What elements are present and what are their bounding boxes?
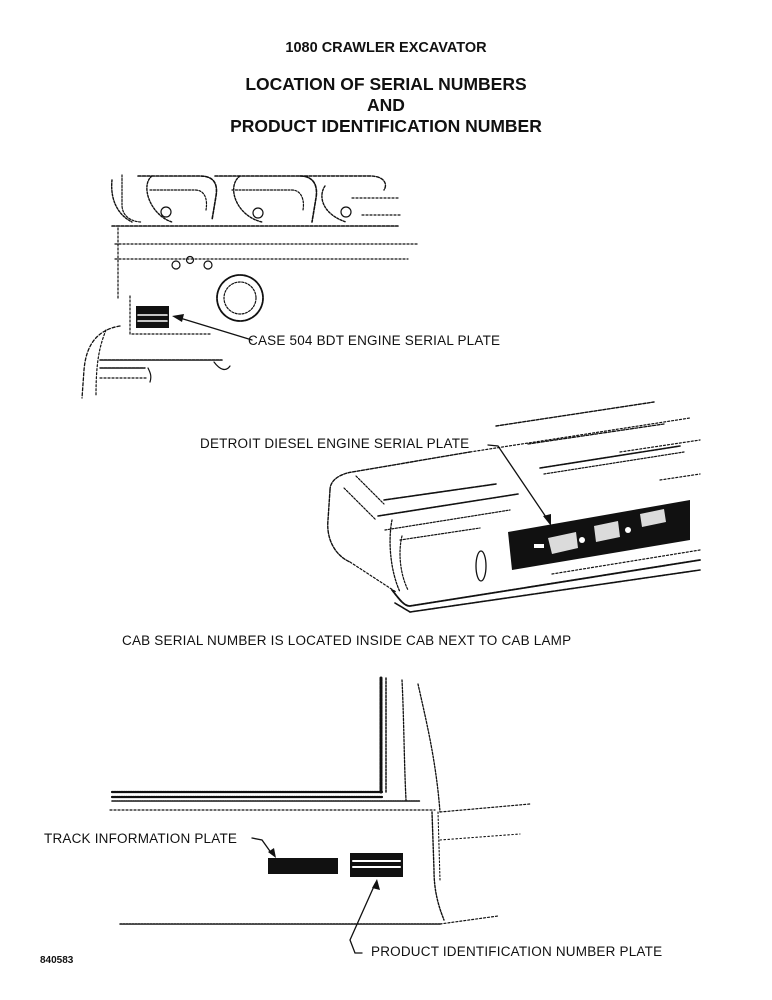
detroit-engine-plate-label: DETROIT DIESEL ENGINE SERIAL PLATE: [200, 436, 470, 451]
title-line-1: LOCATION OF SERIAL NUMBERS: [245, 74, 527, 94]
title-line-2: AND: [367, 95, 405, 115]
case-engine-drawing: [81, 174, 419, 399]
cab-serial-note: CAB SERIAL NUMBER IS LOCATED INSIDE CAB …: [122, 633, 572, 648]
case-engine-plate-label: CASE 504 BDT ENGINE SERIAL PLATE: [248, 333, 501, 348]
model-subtitle: 1080 CRAWLER EXCAVATOR: [285, 40, 487, 56]
pin-plate-label: PRODUCT IDENTIFICATION NUMBER PLATE: [371, 944, 663, 959]
title-line-3: PRODUCT IDENTIFICATION NUMBER: [230, 116, 542, 136]
track-info-plate-label: TRACK INFORMATION PLATE: [44, 831, 238, 846]
cab-drawing: [109, 676, 531, 954]
detroit-engine-drawing: [327, 401, 701, 613]
figure-number: 840583: [40, 955, 74, 966]
